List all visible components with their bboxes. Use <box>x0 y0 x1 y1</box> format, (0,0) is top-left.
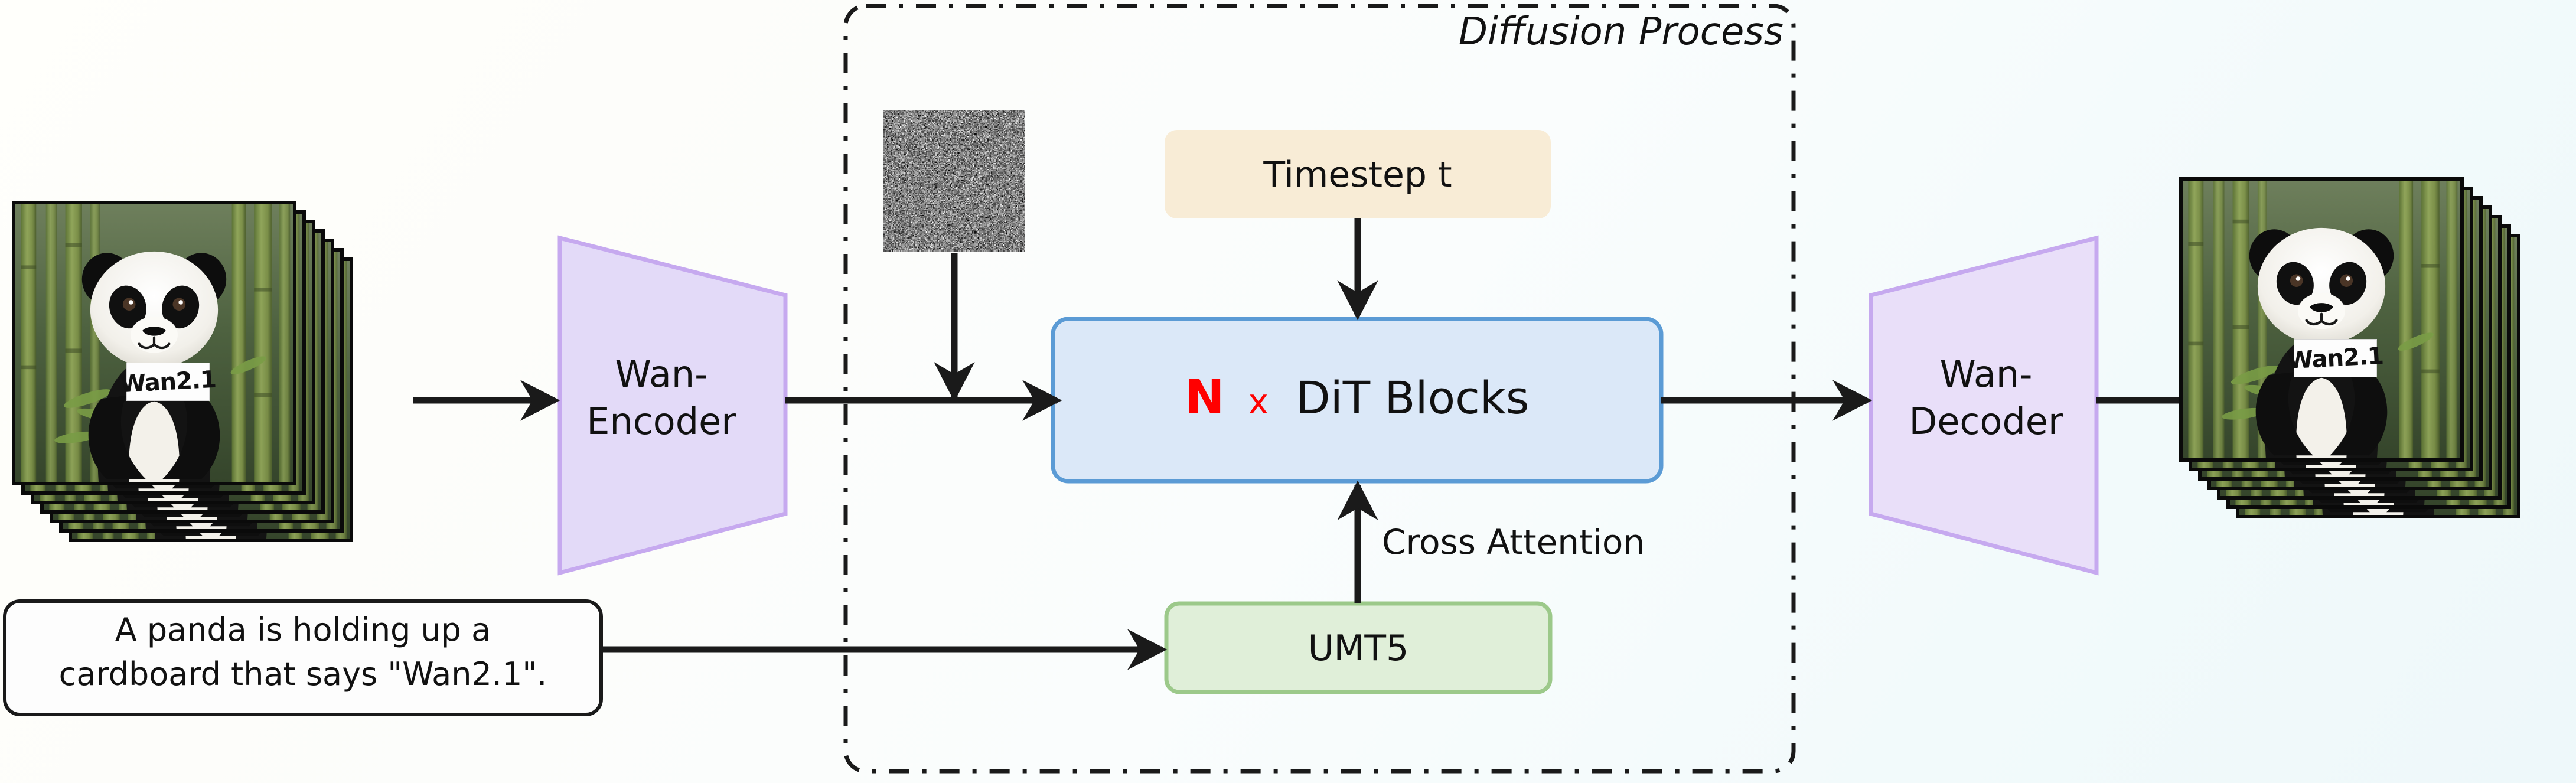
video-frame-front: Wan2.1 <box>12 201 296 485</box>
wan-sign-text: Wan2.1 <box>119 366 217 397</box>
diffusion-process-label: Diffusion Process <box>1459 10 1783 54</box>
prompt-line-2: cardboard that says "Wan2.1". <box>59 655 547 693</box>
wan-sign: Wan2.1 <box>2294 339 2377 377</box>
timestep-label: Timestep t <box>1263 154 1452 195</box>
umt5-label: UMT5 <box>1308 628 1409 669</box>
dit-x-symbol: x <box>1248 381 1269 422</box>
wan-encoder-label-line-2: Encoder <box>586 400 736 443</box>
video-frame-front: Wan2.1 <box>2179 177 2464 462</box>
prompt-line-1: A panda is holding up a <box>115 611 491 648</box>
dit-blocks-label: N x DiT Blocks <box>1185 370 1530 425</box>
wan-sign-text: Wan2.1 <box>2287 342 2384 374</box>
output-video-frame-stack: Wan2.1 <box>2179 177 2569 555</box>
cross-attention-label: Cross Attention <box>1382 522 1645 562</box>
wan-decoder-label-line-1: Wan- <box>1940 353 2033 396</box>
wan-encoder-label-line-1: Wan- <box>615 353 708 396</box>
dit-n-multiplier: N <box>1185 370 1225 425</box>
wan-decoder-label-line-2: Decoder <box>1909 400 2063 443</box>
wan-sign: Wan2.1 <box>126 363 210 401</box>
input-video-frame-stack: Wan2.1 <box>12 201 402 579</box>
dit-blocks-text: DiT Blocks <box>1296 371 1529 424</box>
